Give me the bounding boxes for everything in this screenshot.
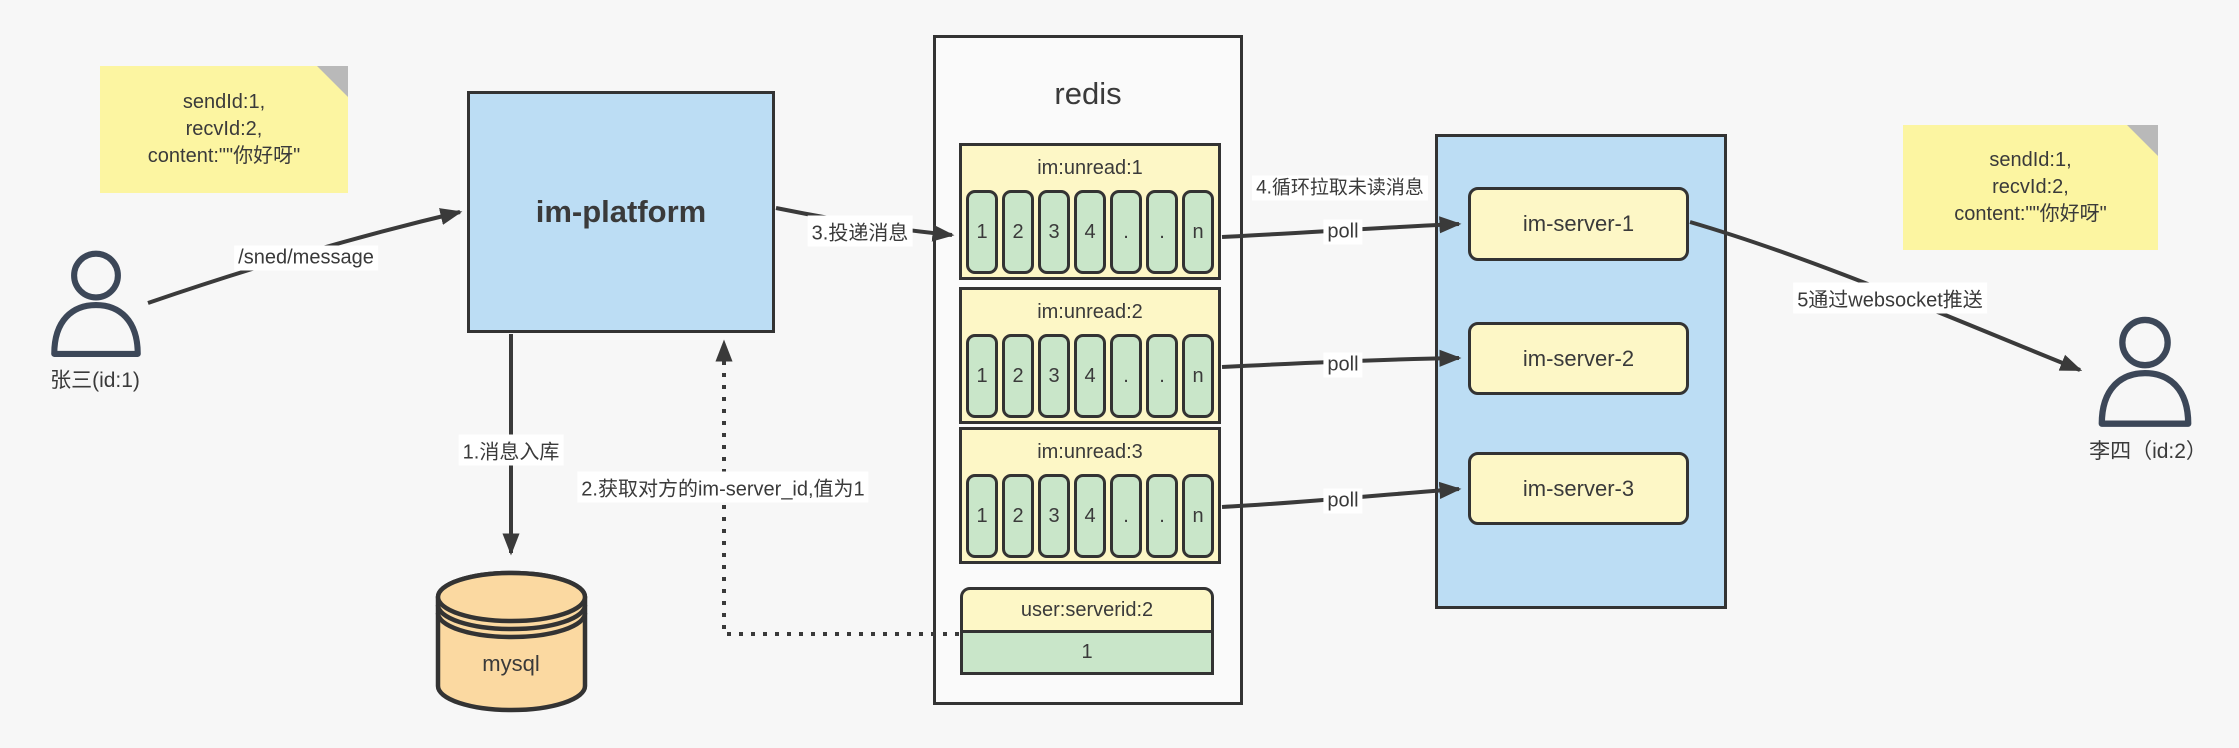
redis-queue-unread-2: im:unread:2 1 2 3 4 . . n [959,287,1221,424]
mysql-label: mysql [482,651,540,676]
note-line: sendId:1, [1989,149,2072,171]
note-line: content:""你好呀" [147,145,301,167]
queue-title: im:unread:2 [1037,300,1143,323]
redis-queue-unread-3: im:unread:3 1 2 3 4 . . n [959,427,1221,564]
im-platform-node: im-platform [467,91,775,333]
queue-cell: 4 [1074,334,1106,418]
queue-cell: . [1110,474,1142,558]
person-head [2119,316,2171,369]
queue-cell: 2 [1002,474,1034,558]
redis-queue-unread-1: im:unread:1 1 2 3 4 . . n [959,143,1221,280]
queue-cell: . [1146,334,1178,418]
queue-cell: 3 [1038,334,1070,418]
sender-person-icon [51,250,141,357]
queue-cell: 1 [966,190,998,274]
queue-cell: . [1146,190,1178,274]
queue-cell: 2 [1002,190,1034,274]
queue-cells: 1 2 3 4 . . n [962,334,1218,421]
queue-cell: n [1182,190,1214,274]
note-line: sendId:1, [182,91,266,113]
redis-title: redis [1054,76,1122,111]
person-head [71,250,121,301]
queue-title: im:unread:1 [1037,156,1143,179]
note-line: recvId:2, [1992,176,2069,198]
queue-cell: 1 [966,474,998,558]
im-server-1-node: im-server-1 [1468,187,1689,261]
sticky-note-right: sendId:1, recvId:2, content:""你好呀" [1903,125,2158,250]
queue-cell: 4 [1074,474,1106,558]
queue-cell: . [1110,334,1142,418]
im-server-2-node: im-server-2 [1468,322,1689,395]
queue-cell: . [1110,190,1142,274]
queue-cell: 4 [1074,190,1106,274]
label-step4-poll-unread: 4.循环拉取未读消息 [1252,175,1428,201]
person-body [51,301,141,357]
queue-cell: . [1146,474,1178,558]
label-step2-get-serverid: 2.获取对方的im-server_id,值为1 [577,471,869,503]
queue-cell: 3 [1038,474,1070,558]
queue-cell: n [1182,474,1214,558]
cylinder-top [435,570,588,624]
sticky-note-left: sendId:1, recvId:2, content:""你好呀" [100,66,348,193]
queue-cell: n [1182,334,1214,418]
redis-user-serverid-entry: user:serverid:2 1 [960,587,1214,675]
queue-cell: 3 [1038,190,1070,274]
queue-cells: 1 2 3 4 . . n [962,474,1218,561]
queue-cell: 1 [966,334,998,418]
label-send-api: /sned/message [234,245,378,271]
label-poll-3: poll [1323,488,1363,514]
queue-title: im:unread:3 [1037,440,1143,463]
queue-cell: 2 [1002,334,1034,418]
cylinder-rim-line [435,604,588,632]
label-step5-websocket: 5通过websocket推送 [1793,282,1987,314]
person-body [2098,369,2192,427]
label-step3-deliver: 3.投递消息 [807,215,913,247]
note-line: recvId:2, [185,118,263,140]
label-poll-2: poll [1323,352,1363,378]
queue-cells: 1 2 3 4 . . n [962,190,1218,277]
sender-label: 张三(id:1) [50,369,140,392]
kv-key: user:serverid:2 [960,587,1214,633]
note-line: content:""你好呀" [1954,203,2107,225]
receiver-label: 李四（id:2） [2089,440,2207,463]
cylinder-rim-line [435,612,588,640]
label-step1-save-db: 1.消息入库 [458,434,564,466]
mysql-database-icon [435,570,588,713]
receiver-person-icon [2098,316,2192,427]
label-poll-1: poll [1323,219,1363,245]
im-server-3-node: im-server-3 [1468,452,1689,525]
kv-value: 1 [960,630,1214,675]
